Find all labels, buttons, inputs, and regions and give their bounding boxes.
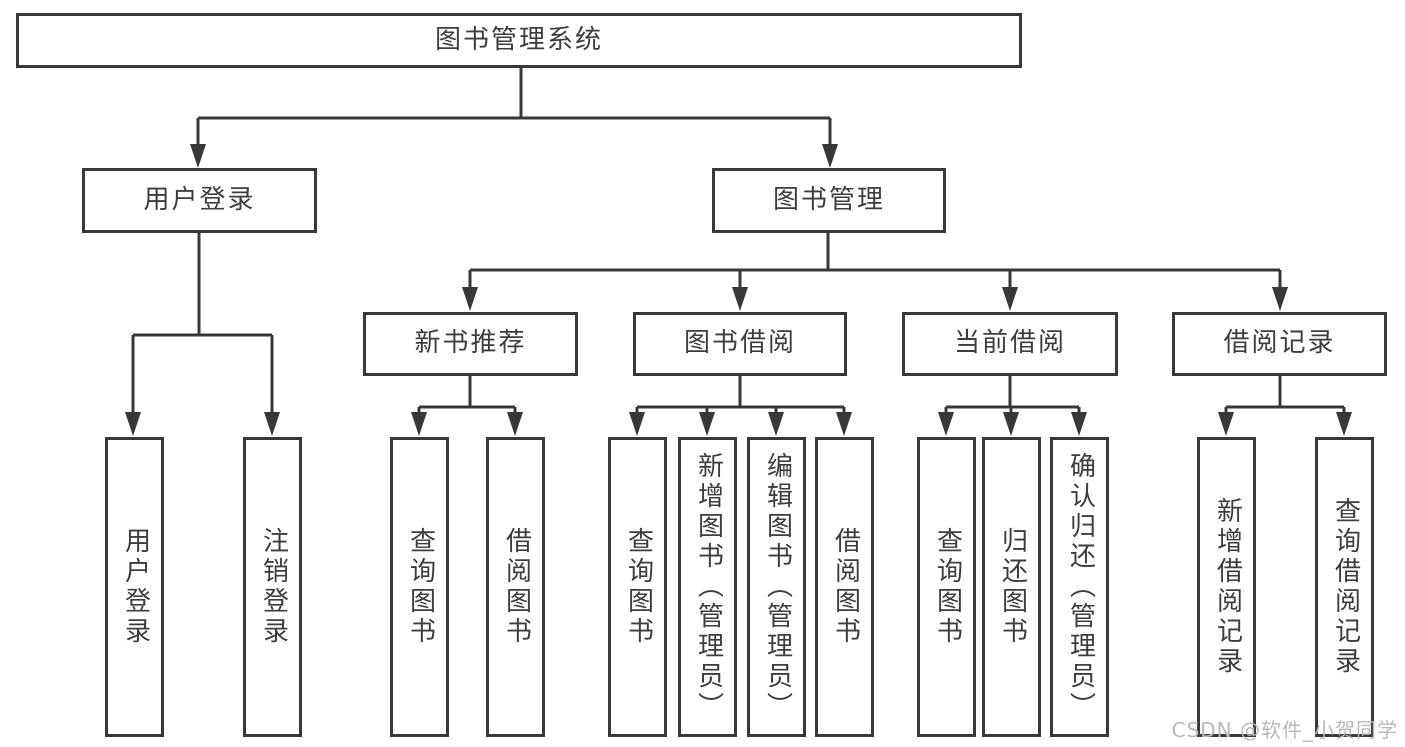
node-borrow-books-under-recommendation: 借阅图书 xyxy=(486,437,545,737)
node-new-book-recommendation: 新书推荐 xyxy=(363,312,578,376)
node-library-management-system: 图书管理系统 xyxy=(16,13,1022,68)
node-book-management: 图书管理 xyxy=(712,168,946,233)
node-logout-leaf: 注销登录 xyxy=(243,437,302,737)
node-edit-book-admin: 编辑图书（管理员） xyxy=(747,437,806,737)
node-query-books-under-borrowing: 查询图书 xyxy=(608,437,667,737)
node-return-books: 归还图书 xyxy=(982,437,1041,737)
node-borrow-books-under-borrowing: 借阅图书 xyxy=(815,437,874,737)
node-user-login-leaf: 用户登录 xyxy=(105,437,164,737)
node-query-books-under-current: 查询图书 xyxy=(917,437,976,737)
watermark-text: CSDN @软件_小贺同学 xyxy=(1171,718,1398,742)
node-borrowing-records: 借阅记录 xyxy=(1172,312,1387,376)
node-book-borrowing: 图书借阅 xyxy=(633,312,847,376)
node-user-login: 用户登录 xyxy=(82,168,317,233)
node-add-borrow-record: 新增借阅记录 xyxy=(1197,437,1256,737)
node-query-borrow-record: 查询借阅记录 xyxy=(1315,437,1374,737)
node-current-borrowing: 当前借阅 xyxy=(902,312,1118,376)
node-confirm-return-admin: 确认归还（管理员） xyxy=(1050,437,1109,737)
node-add-book-admin: 新增图书（管理员） xyxy=(678,437,737,737)
node-query-books-under-recommendation: 查询图书 xyxy=(390,437,449,737)
